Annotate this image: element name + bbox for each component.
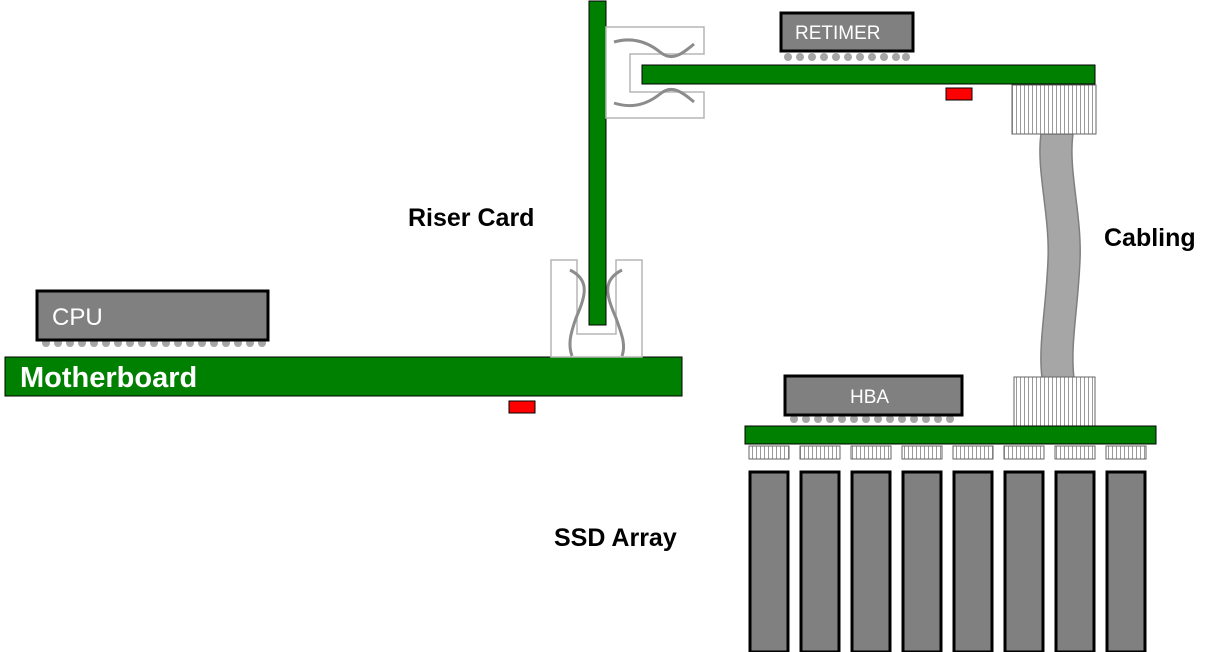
riser-card-board: [588, 0, 607, 326]
ssd-connector: [1003, 445, 1045, 460]
cable-top-connector: [1011, 84, 1097, 135]
ssd-drive: [901, 470, 943, 652]
ssd-connector: [952, 445, 994, 460]
ssd-connector: [1054, 445, 1096, 460]
ssd-connector: [1105, 445, 1147, 460]
cable-assembly: [1011, 84, 1097, 427]
motherboard-board: [4, 356, 683, 397]
ssd-drive: [1003, 470, 1045, 652]
ssd-drive: [799, 470, 841, 652]
retimer-label: RETIMER: [795, 23, 881, 44]
ssd-array-label: SSD Array: [554, 524, 677, 552]
ssd-connector: [748, 445, 790, 460]
ssd-connector: [799, 445, 841, 460]
hba-card-board: [744, 425, 1157, 445]
ssd-array: [748, 445, 1147, 652]
hba-label: HBA: [850, 387, 889, 408]
ssd-connector: [850, 445, 892, 460]
motherboard-label: Motherboard: [20, 362, 197, 394]
retimer-card-red-connector: [945, 87, 973, 101]
retimer-card-board: [641, 64, 1096, 85]
ssd-drive: [1105, 470, 1147, 652]
ssd-drive: [850, 470, 892, 652]
hba-solder-balls: [790, 415, 954, 423]
cable-bottom-connector: [1013, 376, 1096, 427]
ssd-drive: [748, 470, 790, 652]
motherboard-red-connector: [508, 400, 536, 414]
retimer-solder-balls: [784, 53, 910, 61]
ssd-connector: [901, 445, 943, 460]
cpu-chip: CPU: [35, 289, 270, 347]
hba-chip: HBA: [783, 374, 964, 423]
cabling-label: Cabling: [1104, 224, 1196, 252]
cpu-label: CPU: [52, 304, 103, 331]
ssd-drive: [952, 470, 994, 652]
riser-horizontal-slot: [605, 26, 705, 119]
ssd-drive: [1054, 470, 1096, 652]
riser-slot: [550, 259, 643, 358]
retimer-chip: RETIMER: [779, 11, 915, 61]
riser-card-label: Riser Card: [408, 204, 534, 232]
